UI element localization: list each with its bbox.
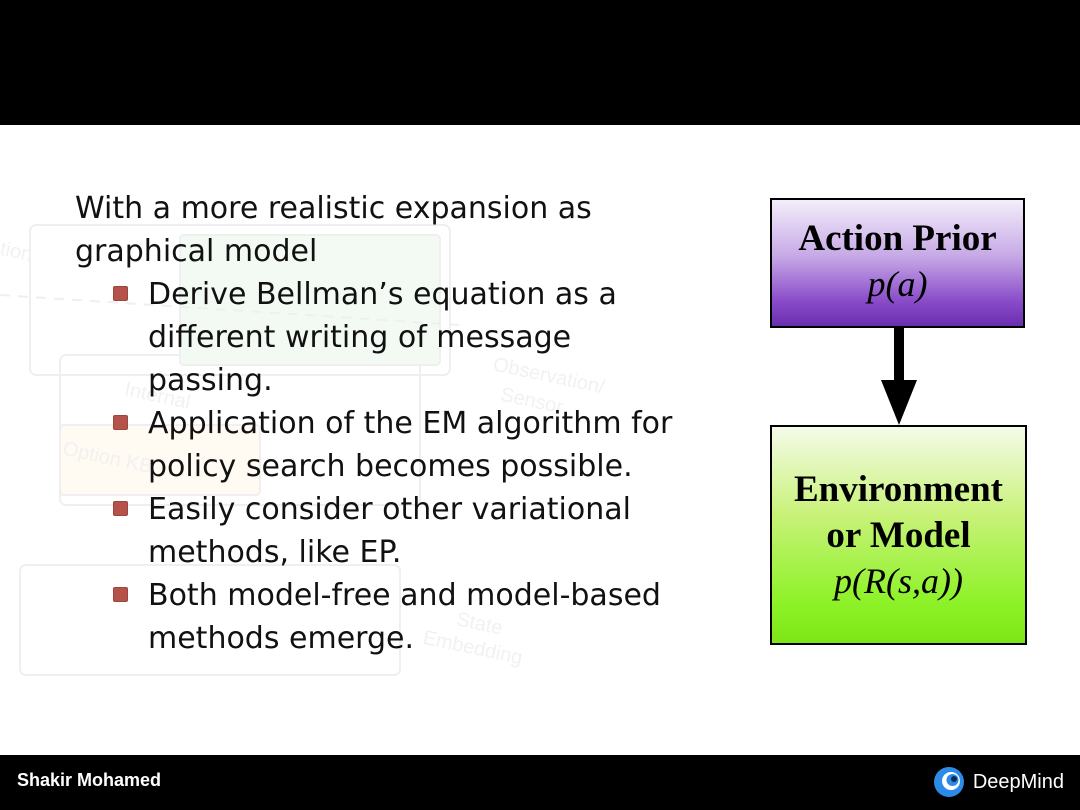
watermark-box-yellow xyxy=(59,424,261,496)
square-bullet-icon xyxy=(113,286,128,301)
bullet-item: Easily consider other variational method… xyxy=(111,488,688,574)
environment-model-box: Environment or Model p(R(s,a)) xyxy=(770,425,1027,645)
bullet-text: Derive Bellman’s equation as a different… xyxy=(148,277,617,398)
arrow-head xyxy=(881,380,917,425)
action-prior-title: Action Prior xyxy=(798,218,997,259)
author-name: Shakir Mohamed xyxy=(17,770,162,790)
footer-bar: Shakir Mohamed DeepMind xyxy=(0,755,1080,810)
square-bullet-icon xyxy=(113,415,128,430)
bullet-item: Application of the EM algorithm for poli… xyxy=(111,402,688,488)
background-watermark-diagram: tion Observation/ Sensor Internal Option… xyxy=(0,125,1080,755)
down-arrow-icon xyxy=(881,328,917,425)
watermark-box-3 xyxy=(19,564,401,676)
environment-title-line2: or Model xyxy=(826,515,971,556)
deepmind-logo-icon xyxy=(933,767,964,797)
action-prior-box: Action Prior p(a) xyxy=(770,198,1025,328)
square-bullet-icon xyxy=(113,501,128,516)
intro-text: With a more realistic expansion as graph… xyxy=(75,191,592,269)
bullet-item: Both model-free and model-based methods … xyxy=(111,574,688,660)
action-prior-formula: p(a) xyxy=(867,264,928,304)
watermark-box-1 xyxy=(29,224,451,376)
environment-title-line1: Environment xyxy=(793,469,1003,510)
square-bullet-icon xyxy=(113,587,128,602)
environment-formula: p(R(s,a)) xyxy=(834,561,963,601)
bullet-item: Derive Bellman’s equation as a different… xyxy=(111,273,688,402)
slide-content-area: tion Observation/ Sensor Internal Option… xyxy=(0,125,1080,755)
logo-core xyxy=(950,776,957,782)
top-black-band xyxy=(0,0,1080,125)
bullet-list: Derive Bellman’s equation as a different… xyxy=(75,273,715,660)
slide-text-body: With a more realistic expansion as graph… xyxy=(75,187,715,660)
watermark-shapes xyxy=(0,224,461,676)
bullet-text: Easily consider other variational method… xyxy=(148,492,631,570)
bullet-text: Application of the EM algorithm for poli… xyxy=(148,406,673,484)
watermark-box-green xyxy=(179,234,441,366)
watermark-box-2 xyxy=(59,354,421,506)
brand-name: DeepMind xyxy=(972,770,1064,793)
brand-block: DeepMind xyxy=(933,766,1064,798)
watermark-dashed-line xyxy=(0,294,461,326)
bullet-text: Both model-free and model-based methods … xyxy=(148,578,661,656)
arrow-shaft xyxy=(894,328,904,386)
